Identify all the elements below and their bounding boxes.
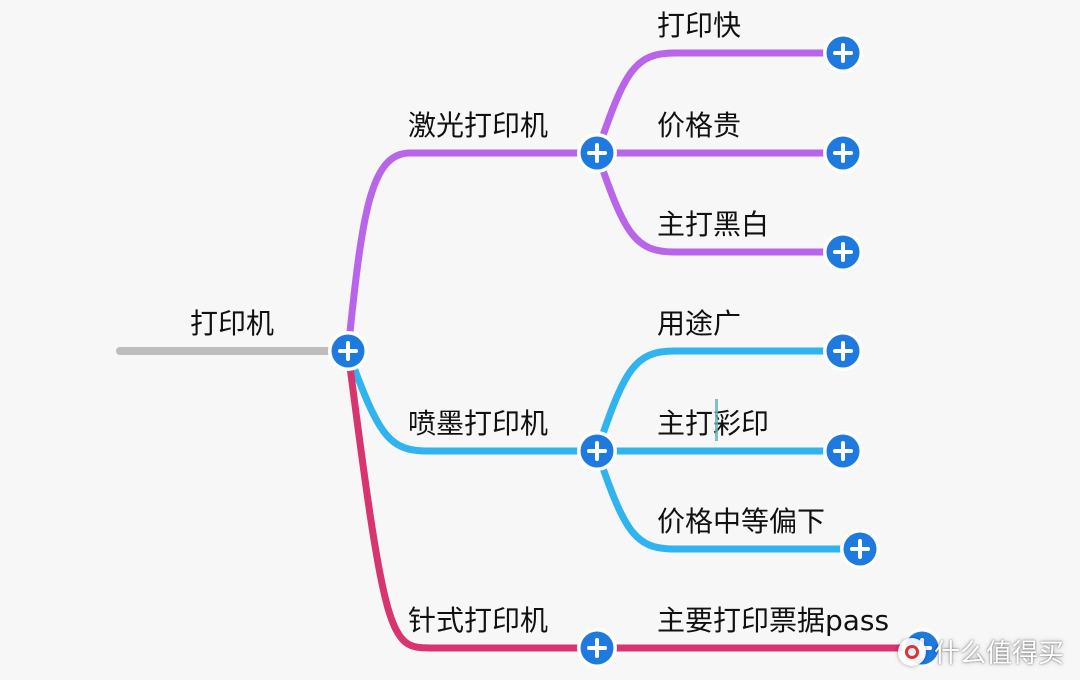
expand-button-inkjet-1[interactable] (823, 331, 863, 371)
leaf-label-laser-2: 价格贵 (657, 109, 741, 142)
expand-button-laser[interactable] (577, 133, 617, 173)
branch-line-inkjet (344, 347, 601, 455)
expand-button-laser-1[interactable] (823, 33, 863, 73)
expand-button-dotmatrix-1[interactable] (902, 628, 942, 668)
expand-button-inkjet-2[interactable] (823, 431, 863, 471)
expand-button-inkjet-3[interactable] (840, 529, 880, 569)
leaf-label-inkjet-3: 价格中等偏下 (657, 505, 825, 538)
leaf-label-inkjet-1: 用途广 (657, 307, 741, 340)
leaf-line-inkjet-3 (593, 447, 864, 553)
leaf-label-inkjet-2: 主打彩印 (657, 407, 769, 440)
expand-button-laser-2[interactable] (823, 133, 863, 173)
leaf-line-laser-1 (593, 49, 847, 157)
branch-line-dotmatrix (344, 347, 601, 652)
branch-label-laser: 激光打印机 (408, 109, 548, 142)
leaf-line-inkjet-1 (593, 347, 847, 455)
branch-label-dotmatrix: 针式打印机 (408, 604, 548, 637)
expand-button-inkjet[interactable] (577, 431, 617, 471)
expand-button-dotmatrix[interactable] (577, 628, 617, 668)
branch-label-inkjet: 喷墨打印机 (408, 407, 548, 440)
branch-line-laser (344, 149, 601, 355)
leaf-label-dotmatrix-1: 主要打印票据pass (657, 604, 889, 637)
text-cursor (715, 399, 718, 441)
expand-button-laser-3[interactable] (823, 232, 863, 272)
leaf-line-laser-3 (593, 149, 847, 256)
leaf-label-laser-3: 主打黑白 (657, 208, 769, 241)
leaf-label-laser-1: 打印快 (657, 9, 741, 42)
root-label: 打印机 (190, 307, 274, 340)
expand-button-root[interactable] (328, 331, 368, 371)
